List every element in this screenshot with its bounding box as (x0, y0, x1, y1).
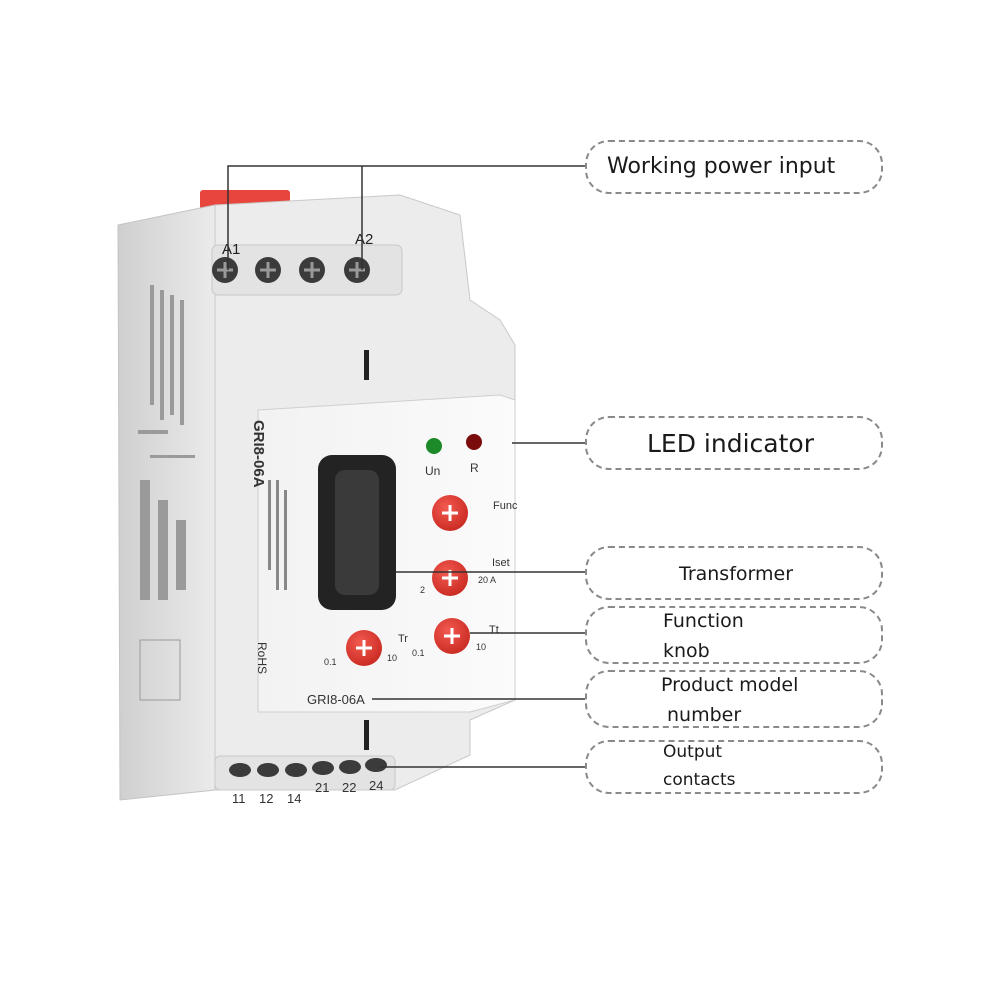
callout-transformer-text: Transformer (679, 563, 794, 585)
screw-icon (344, 257, 370, 283)
callout-model-line2: number (667, 704, 742, 726)
callout-transformer: Transformer (585, 546, 883, 600)
func-label: Func (493, 500, 518, 512)
tt-scale-high: 10 (476, 642, 486, 652)
slot-mark (364, 720, 369, 750)
callout-function-line2: knob (663, 640, 710, 662)
leader-lines (227, 165, 588, 768)
tt-scale-low: 0.1 (412, 648, 425, 658)
screw-icon (229, 763, 251, 777)
terminal-12-label: 12 (259, 791, 273, 806)
bottom-screws (229, 758, 387, 777)
tt-knob[interactable] (434, 618, 470, 654)
screw-icon (365, 758, 387, 772)
callout-output-contacts: Output contacts (585, 740, 883, 794)
tt-label: Tt (489, 624, 499, 636)
screw-icon (312, 761, 334, 775)
iset-label: Iset (492, 557, 510, 569)
front-inscription (268, 480, 287, 590)
screw-icon (339, 760, 361, 774)
tr-label: Tr (398, 633, 408, 645)
model-label-front: GRI8-06A (307, 692, 365, 707)
screw-icon (299, 257, 325, 283)
iset-scale-high: 20 A (478, 575, 496, 585)
screw-icon (285, 763, 307, 777)
callout-function-knob: Function knob (585, 606, 883, 664)
terminal-24-label: 24 (369, 778, 383, 793)
func-knob[interactable] (432, 495, 468, 531)
terminal-11-label: 11 (232, 791, 246, 806)
tr-scale-high: 10 (387, 653, 397, 663)
rohs-mark: RoHS (255, 642, 269, 674)
callout-output-line2: contacts (663, 770, 736, 790)
iset-scale-low: 2 (420, 585, 425, 595)
led-un-label: Un (425, 464, 440, 478)
terminal-a2-label: A2 (355, 231, 373, 248)
led-un (426, 438, 442, 454)
screw-icon (255, 257, 281, 283)
callout-function-line1: Function (663, 610, 744, 632)
terminal-a1-label: A1 (222, 241, 240, 258)
terminal-21-label: 21 (315, 780, 329, 795)
screw-icon (212, 257, 238, 283)
leader-power (227, 165, 588, 270)
led-r (466, 434, 482, 450)
callout-output-line1: Output (663, 742, 723, 762)
tr-scale-low: 0.1 (324, 657, 337, 667)
iset-knob[interactable] (432, 560, 468, 596)
callout-led-text: LED indicator (647, 429, 814, 458)
callout-power-input: Working power input (585, 140, 883, 194)
callout-model-number: Product model number (585, 670, 883, 728)
top-screws (212, 257, 370, 283)
callout-model-line1: Product model (661, 674, 799, 696)
callout-power-text: Working power input (607, 154, 836, 179)
terminal-22-label: 22 (342, 780, 356, 795)
callout-led-indicator: LED indicator (585, 416, 883, 470)
terminal-14-label: 14 (287, 791, 301, 806)
screw-icon (257, 763, 279, 777)
transformer-window (335, 470, 379, 595)
side-decal (138, 285, 195, 701)
slot-mark (364, 350, 369, 380)
led-r-label: R (470, 461, 479, 475)
model-label-top: GRI8-06A (250, 420, 267, 488)
tr-knob[interactable] (346, 630, 382, 666)
